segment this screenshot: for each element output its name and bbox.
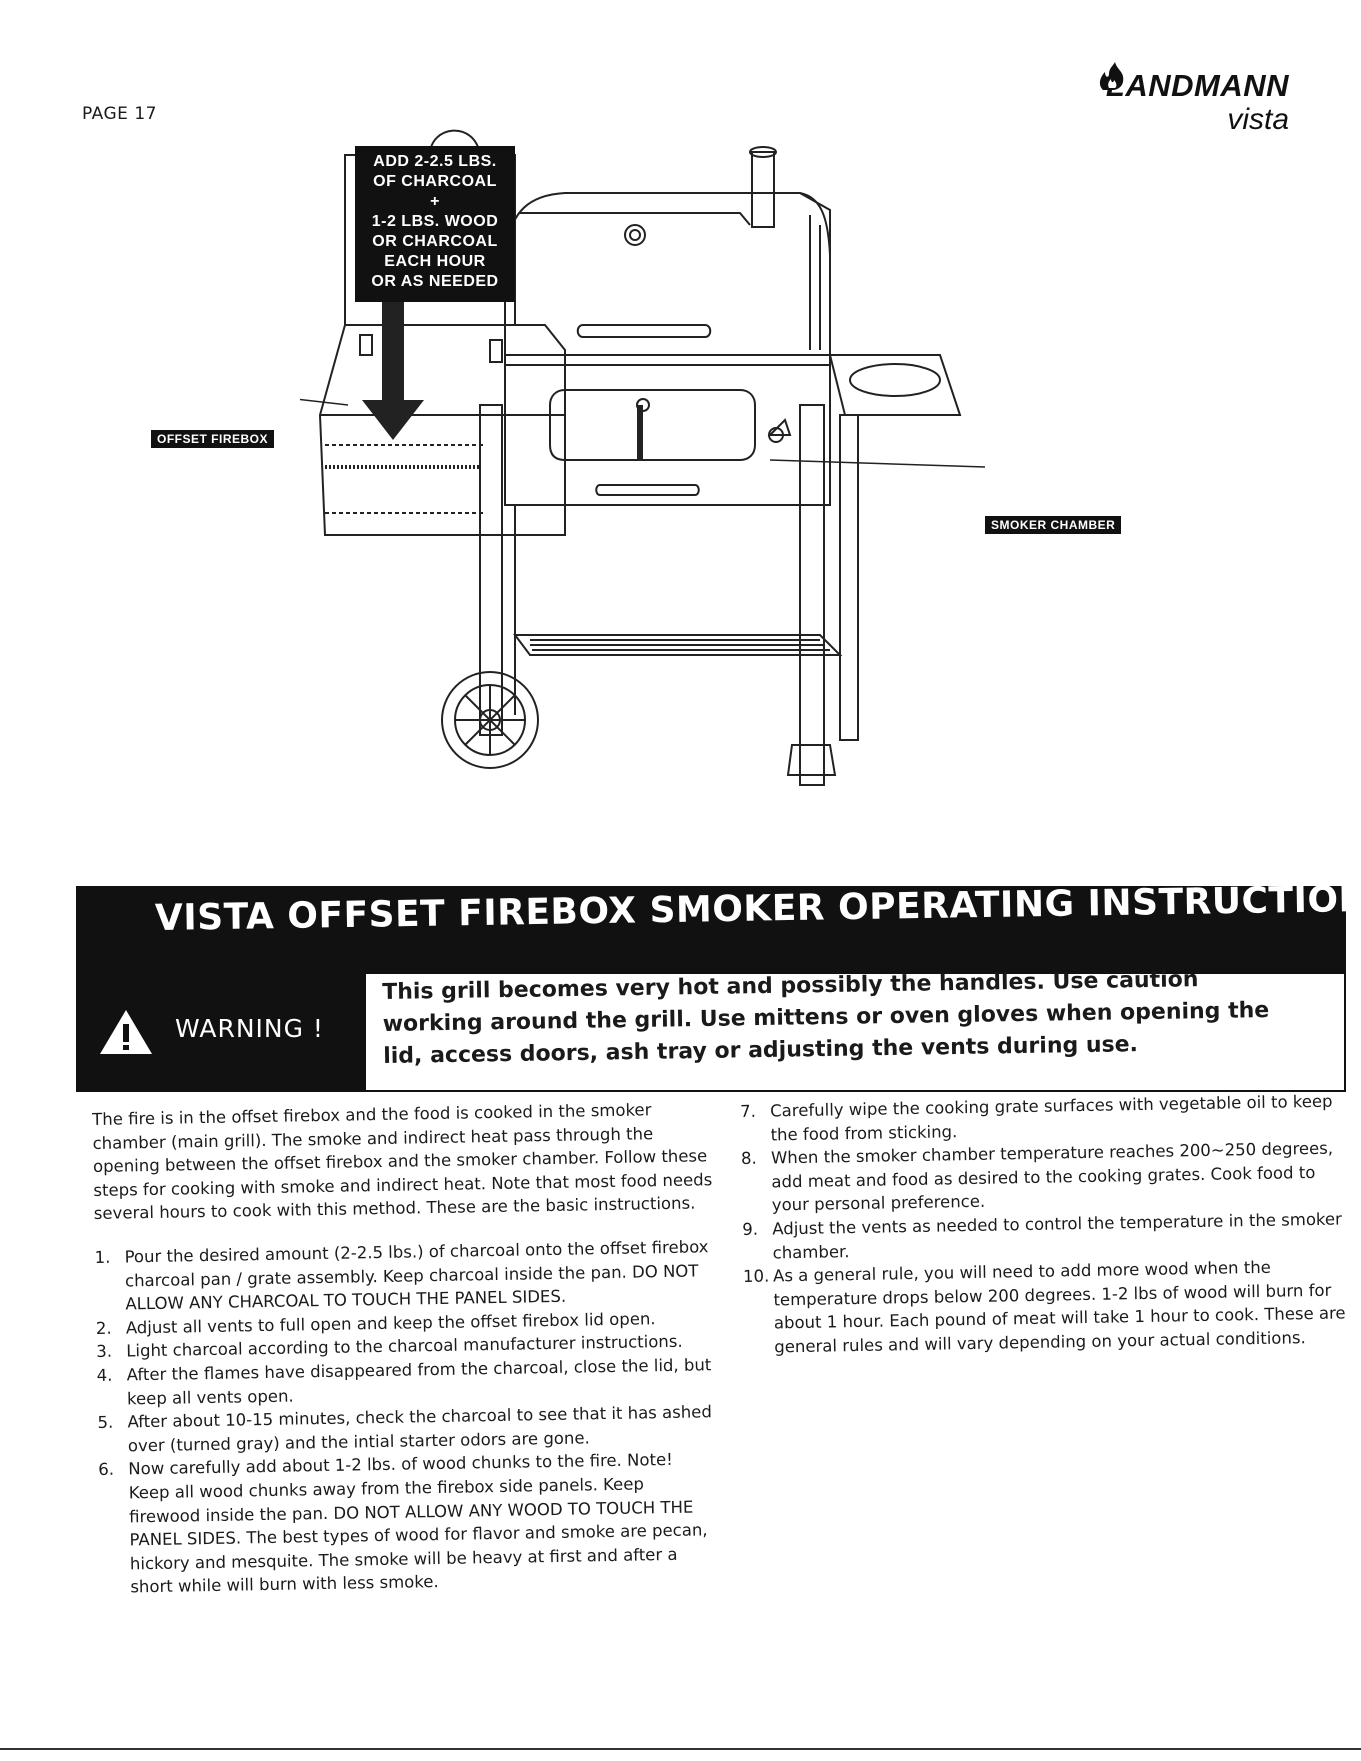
warning-label: WARNING !	[175, 1014, 324, 1043]
arrow-down-icon	[362, 270, 424, 440]
list-item: 6. Now carefully add about 1-2 lbs. of wo…	[98, 1447, 720, 1599]
warning-text: This grill becomes very hot and possibly…	[382, 967, 1270, 1069]
steps-list-right: 7. Carefully wipe the cooking grate surfa…	[740, 1089, 1354, 1359]
step-number: 5.	[97, 1412, 114, 1433]
intro-paragraph: The fire is in the offset firebox and th…	[92, 1100, 713, 1224]
step-number: 6.	[98, 1459, 115, 1480]
brand-subtitle: vista	[1227, 103, 1289, 136]
step-text: Pour the desired amount (2-2.5 lbs.) of …	[124, 1237, 709, 1314]
step-text: When the smoker chamber temperature reac…	[770, 1138, 1334, 1215]
callout-line: OR CHARCOAL	[372, 233, 498, 250]
step-number: 1.	[94, 1247, 111, 1267]
charcoal-callout: ADD 2-2.5 LBS. OF CHARCOAL + 1-2 LBS. WO…	[355, 146, 515, 302]
steps-list-left: 1. Pour the desired amount (2-2.5 lbs.) o…	[94, 1235, 720, 1600]
callout-line: OF CHARCOAL	[373, 173, 497, 190]
page-number: PAGE 17	[82, 104, 157, 124]
callout-line: OR AS NEEDED	[371, 273, 499, 290]
instructions-left-column: The fire is in the offset firebox and th…	[92, 1097, 720, 1600]
list-item: 8. When the smoker chamber temperature re…	[741, 1137, 1352, 1218]
step-number: 8.	[740, 1148, 757, 1169]
step-number: 7.	[740, 1101, 757, 1121]
step-number: 9.	[742, 1219, 759, 1239]
brand-name: LANDMANN	[1105, 68, 1289, 103]
step-text: After about 10-15 minutes, check the cha…	[127, 1402, 713, 1456]
brand-logo: LANDMANN vista	[1029, 62, 1289, 137]
callout-line: +	[430, 193, 440, 210]
step-number: 4.	[96, 1365, 113, 1385]
list-item: 1. Pour the desired amount (2-2.5 lbs.) o…	[94, 1235, 715, 1317]
flame-icon	[1099, 62, 1124, 90]
instructions-right-column: 7. Carefully wipe the cooking grate surfa…	[740, 1089, 1354, 1359]
callout-line: EACH HOUR	[384, 253, 486, 270]
step-text: Adjust the vents as needed to control th…	[772, 1209, 1343, 1263]
warning-triangle-icon	[100, 1010, 152, 1054]
label-offset-firebox: OFFSET FIREBOX	[151, 430, 275, 448]
step-number: 10.	[742, 1266, 770, 1287]
label-smoker-chamber: SMOKER CHAMBER	[985, 516, 1122, 534]
step-text: Carefully wipe the cooking grate surface…	[770, 1091, 1333, 1145]
warning-frame	[366, 974, 1346, 1092]
callout-line: 1-2 LBS. WOOD	[371, 213, 499, 230]
bottom-divider	[0, 1748, 1361, 1750]
step-text: After the flames have disappeared from t…	[126, 1355, 712, 1408]
step-number: 2.	[95, 1318, 112, 1338]
step-number: 3.	[96, 1342, 113, 1362]
step-text: Now carefully add about 1-2 lbs. of wood…	[128, 1450, 708, 1597]
list-item: 10.As a general rule, you will need to a…	[743, 1254, 1355, 1359]
step-text: As a general rule, you will need to add …	[772, 1257, 1346, 1357]
callout-line: ADD 2-2.5 LBS.	[373, 153, 497, 170]
title-banner	[76, 886, 1346, 974]
